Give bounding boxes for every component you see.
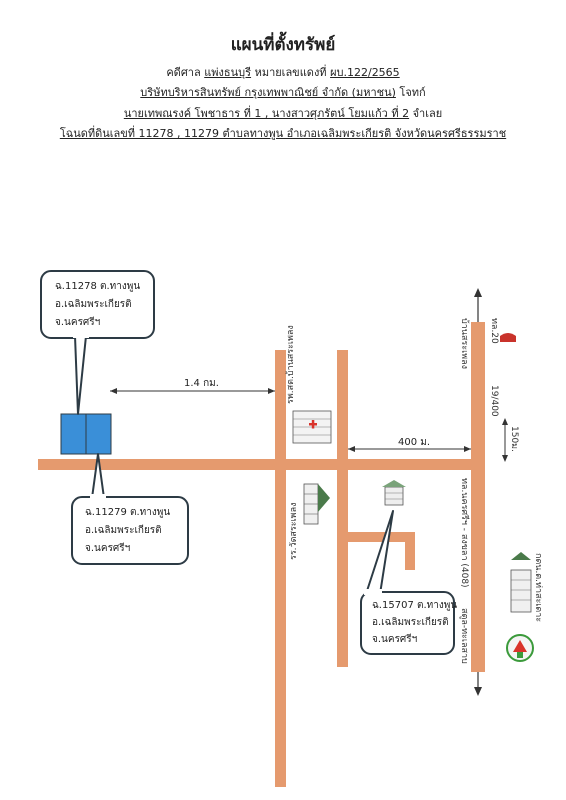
- distance-arrow-icon: [268, 388, 275, 394]
- main-road: [38, 459, 476, 470]
- arrow-north-icon: [474, 288, 482, 297]
- school-building-icon: [303, 483, 330, 525]
- distance-highway: 400 ม.: [398, 437, 430, 448]
- highway-label: ทล.นครศรีฯ - สงขลา (408): [459, 478, 470, 588]
- distance-hospital: 1.4 กม.: [184, 378, 219, 389]
- arrow-south-icon: [474, 687, 482, 696]
- distance-arrow-icon: [348, 446, 355, 452]
- court-prefix: คดีศาล: [166, 66, 201, 79]
- road-spur-down: [405, 532, 415, 570]
- defendant-role: จำเลย: [412, 107, 443, 120]
- offset-label: 150ม.: [509, 426, 519, 452]
- hospital-building-icon: [292, 410, 332, 444]
- gas-station-icon: [506, 634, 534, 662]
- plaintiff-line: บริษัทบริหารสินทรัพย์ กรุงเทพพาณิชย์ จำก…: [0, 83, 566, 101]
- plot-11278: [60, 413, 87, 455]
- callout-text: อ.เฉลิมพระเกียรติ: [85, 524, 162, 536]
- highway-road: [471, 322, 485, 672]
- callout-text: จ.นครศรีฯ: [372, 633, 417, 645]
- callout-text: จ.นครศรีฯ: [55, 316, 100, 328]
- police-label: กดน.ต.ท่าสะเดาะ: [533, 553, 543, 622]
- south-direction-label: สตูล-ทะเลสาบ: [459, 608, 469, 664]
- callout-text: อ.เฉลิมพระเกียรติ: [55, 298, 132, 310]
- callout-deed-15707: ฉ.15707 ต.ทางพูน อ.เฉลิมพระเกียรติ จ.นคร…: [360, 510, 457, 655]
- plaintiff-role: โจทก์: [399, 86, 426, 99]
- hospital-label: รพ.สต.บ้านสระเพลง: [285, 325, 296, 404]
- callout-text: ฉ.11278 ต.ทางพูน: [55, 281, 140, 292]
- callout-deed-11278: ฉ.11278 ต.ทางพูน อ.เฉลิมพระเกียรติ จ.นคร…: [40, 270, 155, 415]
- road-east: [337, 350, 348, 667]
- plaintiff-name: บริษัทบริหารสินทรัพย์ กรุงเทพพาณิชย์ จำก…: [140, 86, 396, 99]
- deed-line: โฉนดที่ดินเลขที่ 11278 , 11279 ตำบลทางพู…: [59, 127, 507, 140]
- callout-text: จ.นครศรีฯ: [85, 542, 130, 554]
- arrow-icon: [502, 418, 508, 425]
- court-name: แพ่งธนบุรี: [204, 66, 252, 79]
- callout-text: ฉ.11279 ต.ทางพูน: [85, 507, 170, 518]
- north-direction-label: บ้านสระเพลง: [459, 318, 470, 369]
- defendant-names: นายเทพณรงค์ โพชาธาร ที่ 1 , นางสาวศุภรัต…: [123, 107, 410, 120]
- case-line: คดีศาล แพ่งธนบุรี หมายเลขแดงที่ ผบ.122/2…: [0, 63, 566, 81]
- km-marker: 19/400: [489, 385, 499, 417]
- top-road-label: ทล.20: [489, 318, 499, 344]
- road-west: [275, 350, 286, 787]
- callout-deed-11279: ฉ.11279 ต.ทางพูน อ.เฉลิมพระเกียรติ จ.นคร…: [71, 453, 189, 565]
- school-label: รร.วัดสระเพลง: [289, 502, 299, 560]
- police-station-icon: [510, 552, 532, 613]
- case-number: ผบ.122/2565: [330, 66, 400, 79]
- building-icon: [382, 480, 406, 506]
- case-label: หมายเลขแดงที่: [254, 66, 327, 79]
- map-title: แผนที่ตั้งทรัพย์: [230, 35, 336, 55]
- callout-text: อ.เฉลิมพระเกียรติ: [372, 616, 449, 628]
- callout-text: ฉ.15707 ต.ทางพูน: [372, 600, 457, 611]
- road-spur: [347, 532, 413, 542]
- distance-arrow-icon: [110, 388, 117, 394]
- highway-shield-icon: [500, 333, 516, 342]
- plot-11279: [85, 413, 112, 455]
- defendant-line: นายเทพณรงค์ โพชาธาร ที่ 1 , นางสาวศุภรัต…: [0, 104, 566, 122]
- arrow-icon: [502, 455, 508, 462]
- distance-arrow-icon: [464, 446, 471, 452]
